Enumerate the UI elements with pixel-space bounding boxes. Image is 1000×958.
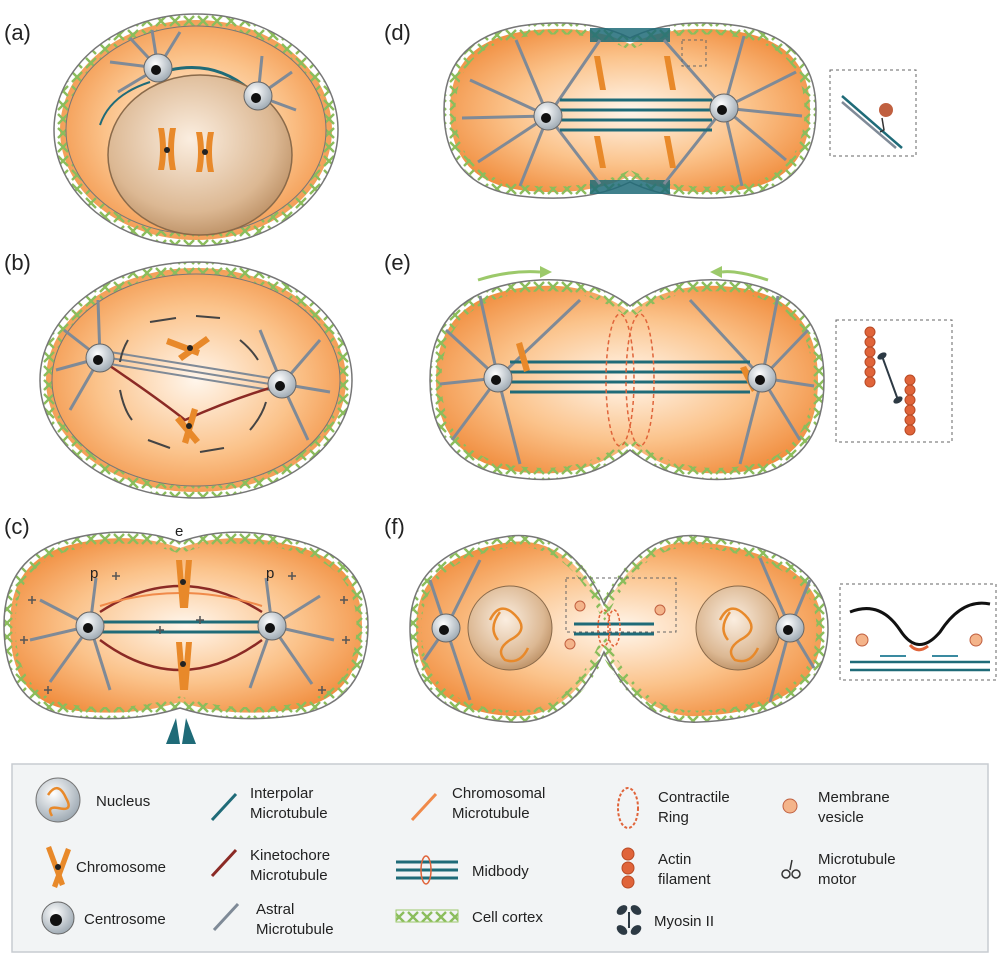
inset-vesicle-delivery — [839, 583, 997, 681]
cleavage-marker — [166, 718, 180, 744]
legend-actin-2: filament — [658, 871, 711, 888]
contractile-ring — [605, 313, 655, 447]
legend-kinetochore-1: Kinetochore — [250, 847, 330, 864]
chromosome — [158, 128, 214, 172]
myosin-icon — [616, 905, 642, 935]
panel-f: (f) — [384, 514, 997, 723]
nuclear-envelope-fragments — [119, 315, 267, 453]
cell-body — [430, 280, 824, 479]
membrane-vesicle — [574, 600, 586, 612]
midbody-icon — [396, 855, 458, 885]
zoom-box — [565, 577, 677, 633]
myosin-ii — [877, 352, 903, 404]
kinetochore-icon — [210, 848, 238, 878]
legend-midbody: Midbody — [472, 863, 529, 880]
panel-label-b: (b) — [4, 250, 31, 275]
panel-label-c: (c) — [4, 514, 30, 539]
nucleus — [695, 585, 781, 671]
astral-icon — [212, 902, 240, 932]
inset-actomyosin — [835, 319, 953, 443]
centrosome-path-arrow — [99, 81, 151, 126]
equator-label: e — [175, 523, 183, 540]
chromosome — [594, 56, 676, 168]
panel-b: (b) — [4, 250, 353, 499]
panel-label-d: (d) — [384, 20, 411, 45]
legend-motor-2: motor — [818, 871, 856, 888]
nucleus — [467, 585, 553, 671]
legend-cell-cortex: Cell cortex — [472, 909, 543, 926]
interpolar-microtubule — [560, 98, 712, 132]
chromosome — [176, 560, 192, 690]
cell-body — [4, 532, 368, 719]
arrow-inward-right — [721, 270, 769, 282]
legend-astral-1: Astral — [256, 901, 294, 918]
midbody — [574, 622, 654, 636]
legend-box — [11, 763, 989, 953]
membrane-furrow — [849, 601, 991, 646]
microtubule-motor-icon — [781, 859, 801, 879]
panel-e: (e) — [384, 250, 953, 481]
plus-signs — [20, 572, 350, 694]
actin-icon — [621, 847, 635, 889]
legend-vesicle-1: Membrane — [818, 789, 890, 806]
legend-chromosomal-2: Microtubule — [452, 805, 530, 822]
membrane-vesicle-icon — [782, 798, 798, 814]
interpolar-icon — [210, 792, 238, 822]
cell-body — [410, 536, 828, 722]
panel-label-f: (f) — [384, 514, 405, 539]
legend-centrosome: Centrosome — [84, 911, 166, 928]
legend-chromosomal-1: Chromosomal — [452, 785, 545, 802]
cell-cortex — [54, 14, 338, 246]
plus-end-markers: p p — [90, 565, 274, 582]
panel-d: (d) — [384, 20, 917, 199]
legend-interpolar-2: Microtubule — [250, 805, 328, 822]
contractile-ring-icon — [617, 787, 639, 829]
contractile-band — [590, 28, 670, 42]
chromosomal-icon — [410, 792, 438, 822]
chromosome — [166, 336, 210, 444]
nucleus-icon — [35, 777, 81, 823]
legend-motor-1: Microtubule — [818, 851, 896, 868]
cell-cortex-icon — [395, 909, 459, 923]
legend-interpolar-1: Interpolar — [250, 785, 313, 802]
zoom-box — [681, 39, 707, 67]
legend-myosin: Myosin II — [654, 913, 714, 930]
legend-contractile-1: Contractile — [658, 789, 730, 806]
legend-chromosome: Chromosome — [76, 859, 166, 876]
chromatin — [488, 607, 760, 663]
panel-label-a: (a) — [4, 20, 31, 45]
cell-cortex — [40, 262, 352, 498]
panel-label-e: (e) — [384, 250, 411, 275]
legend-kinetochore-2: Microtubule — [250, 867, 328, 884]
arrow-inward-left — [477, 270, 541, 282]
pole-label: p — [90, 565, 98, 582]
legend-contractile-2: Ring — [658, 809, 689, 826]
legend-nucleus: Nucleus — [96, 793, 150, 810]
interpolar-microtubule — [510, 360, 750, 394]
panel-a: (a) — [4, 13, 339, 247]
actin-filament — [864, 326, 916, 436]
panel-c: (c) e p p — [3, 514, 369, 744]
pole-label: p — [266, 565, 274, 582]
legend-vesicle-2: vesicle — [818, 809, 864, 826]
legend-astral-2: Microtubule — [256, 921, 334, 938]
inset-microtubule-motor — [829, 69, 917, 157]
kinetochore-microtubule — [109, 364, 271, 422]
legend-actin-1: Actin — [658, 851, 691, 868]
chromosome-icon — [46, 846, 71, 888]
membrane-vesicle — [879, 103, 893, 117]
legend: Nucleus Chromosome Centrosome Interpolar… — [11, 763, 989, 953]
